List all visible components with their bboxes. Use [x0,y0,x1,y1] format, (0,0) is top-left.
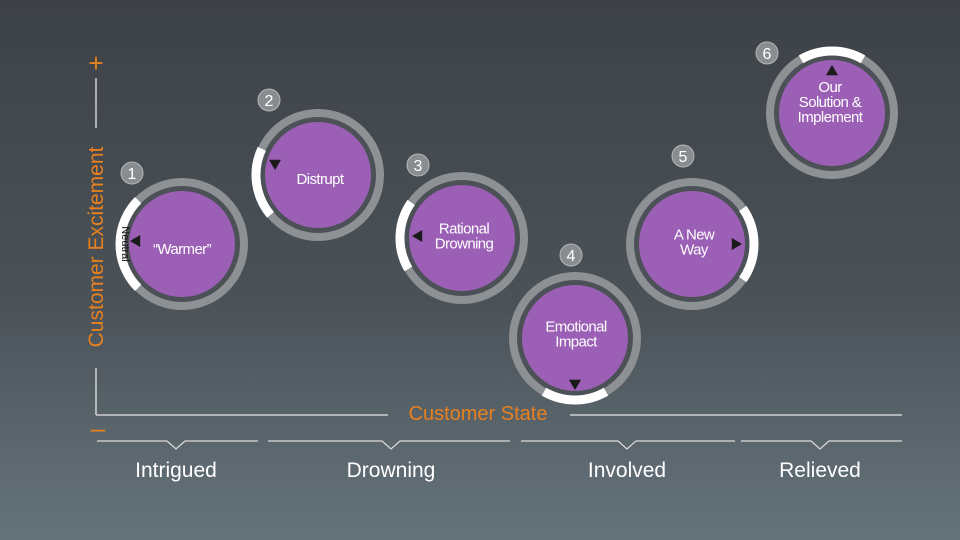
step-number: 2 [265,93,274,110]
stage-label-line: Distrupt [297,171,345,188]
step-number: 4 [567,248,576,265]
stage-circle [409,185,515,291]
step-number-badge [559,243,583,267]
state-brackets: Intrigued Drowning Involved Relieved [97,440,902,482]
stage-highlight-arc [251,146,275,218]
stage-highlight-arc [541,387,609,405]
step-number-badge [671,144,695,168]
step-number: 1 [128,166,137,183]
step-number: 6 [763,46,772,63]
state-bracket [97,440,258,450]
state-label: Relieved [779,459,861,482]
step-number-badge [120,161,144,185]
stage-highlight-arc [115,196,142,292]
state-group-1: Intrigued [97,440,258,482]
state-bracket [741,440,902,450]
step-number: 3 [414,158,423,175]
stage-label-line: Way [680,242,709,259]
stage-circle [779,60,885,166]
stage-2: Distrupt 2 [251,88,384,241]
step-number: 5 [679,149,688,166]
stage-label-line: “Warmer” [153,241,212,258]
state-group-3: Involved [521,440,735,482]
stage-circle [265,122,371,228]
y-axis-title: Customer Excitement [85,146,108,347]
stage-circle [639,191,745,297]
step-number-badge [755,41,779,65]
step-number-badge [257,88,281,112]
state-bracket [521,440,735,450]
stage-highlight-arc [798,46,866,64]
stage-label-line: Implement [798,109,864,126]
state-group-2: Drowning [268,440,510,482]
neutral-note: Neutral [119,226,131,261]
stage-label-line: Rational [439,221,490,238]
left-arrow-icon [130,235,141,247]
state-group-4: Relieved [741,440,902,482]
x-axis-title: Customer State [409,403,548,425]
stage-label-line: Solution & [799,94,862,111]
right-arrow-icon [731,238,742,250]
step-number-badge [406,153,430,177]
stage-label-line: Impact [555,334,598,351]
state-label: Involved [588,459,666,482]
stage-highlight-arc [395,199,415,272]
y-minus-label: – [91,413,106,443]
stage-label-line: Emotional [545,319,607,336]
up-arrow-icon [826,65,838,76]
stage-label-line: Drowning [435,236,494,253]
left-arrow-icon [412,230,423,242]
state-label: Intrigued [135,459,217,482]
down-arrow-icon [569,379,581,390]
stage-label: “Warmer” [153,241,212,258]
stage-circle [129,191,235,297]
stage-label: Distrupt [297,171,345,188]
state-bracket [268,440,510,450]
stage-highlight-arc [739,205,759,283]
y-plus-label: + [88,48,103,78]
stage-circle [522,285,628,391]
stage-label-line: Our [818,79,842,96]
down-arrow-icon [269,159,281,170]
state-label: Drowning [347,459,436,482]
stage-label-line: A New [674,227,715,244]
